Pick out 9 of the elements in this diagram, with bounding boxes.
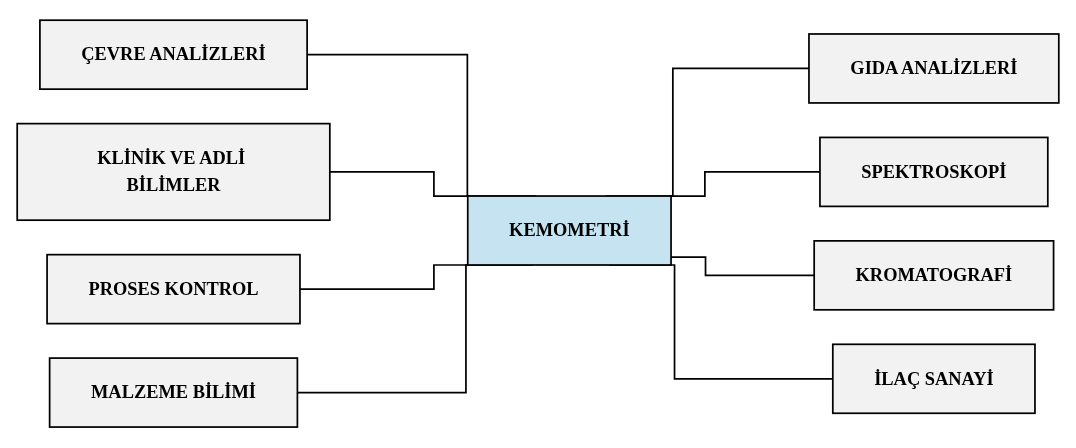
node-box: SPEKTROSKOPİ bbox=[819, 136, 1049, 208]
node-box: KROMATOGRAFİ bbox=[813, 240, 1055, 312]
node-box: İLAÇ SANAYİ bbox=[831, 343, 1036, 415]
node-box: KEMOMETRİ bbox=[466, 195, 672, 267]
node-box: PROSES KONTROL bbox=[46, 254, 301, 325]
node-box: KLİNİK VE ADLİ BİLİMLER bbox=[16, 123, 331, 222]
node-box: MALZEME BİLİMİ bbox=[48, 357, 299, 429]
node-box: GIDA ANALİZLERİ bbox=[808, 33, 1060, 105]
node-box: ÇEVRE ANALİZLERİ bbox=[39, 19, 308, 91]
